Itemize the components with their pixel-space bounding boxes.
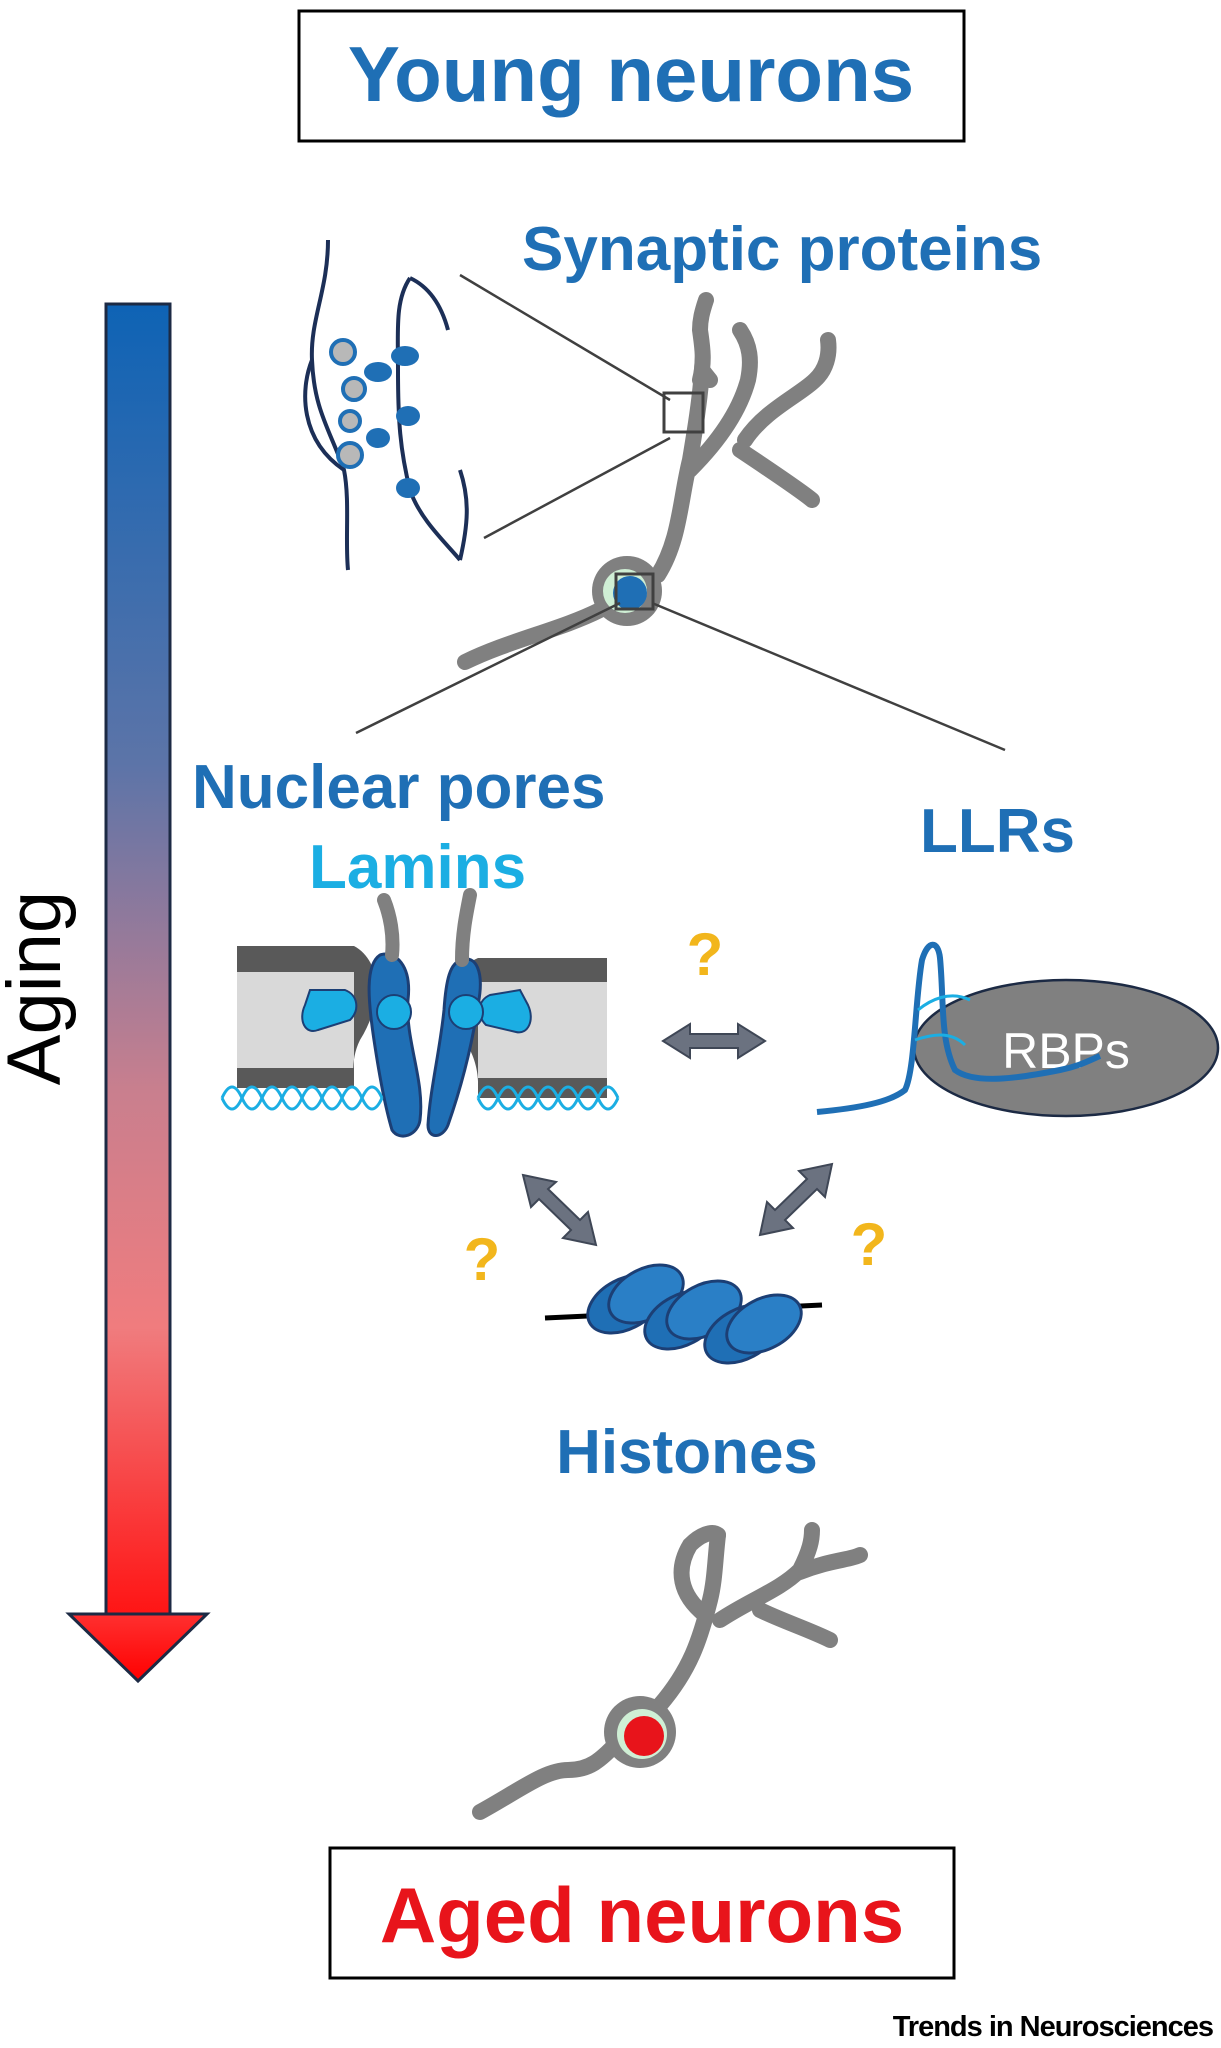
histone-nucleosomes [544,1263,823,1365]
nucleus-zoom-box [614,572,655,611]
synaptic-protein-dots [364,346,420,498]
zoom-line-upper [459,273,671,402]
aged-neuron [472,1522,868,1820]
question-mark-right: ? [851,1211,888,1278]
aged-neurons-label: Aged neurons [380,1871,904,1959]
synapse-illustration [303,239,469,571]
aged-neurons-title: Aged neurons [328,1846,956,1980]
synaptic-vesicles [329,338,367,469]
aging-arrow: Aging [0,302,211,1684]
zoom-line-lower [483,436,671,540]
journal-credit: Trends in Neurosciences [893,2011,1213,2043]
young-neuron [457,292,837,670]
question-mark-left: ? [464,1226,501,1293]
young-neurons-title: Young neurons [297,9,966,143]
histones-label: Histones [556,1418,818,1487]
synaptic-proteins-label: Synaptic proteins [522,215,1042,284]
zoom-line-left [355,601,621,735]
llrs-label: LLRs [920,797,1075,866]
nuclear-pores-label: Nuclear pores [192,753,606,822]
llr-rbp-illustration: RBPs [816,941,1220,1118]
double-arrow-llrs-histones [758,1162,834,1237]
double-arrow-pores-histones [521,1173,598,1247]
aging-axis-label: Aging [0,891,77,1085]
lamins-label: Lamins [309,833,526,902]
synapse-zoom-box [662,391,705,434]
zoom-line-right [651,601,1006,752]
young-neurons-label: Young neurons [348,30,914,118]
nuclear-pore-complex [220,888,620,1138]
double-arrow-pores-llrs [661,1022,767,1060]
question-mark-top: ? [687,921,724,988]
